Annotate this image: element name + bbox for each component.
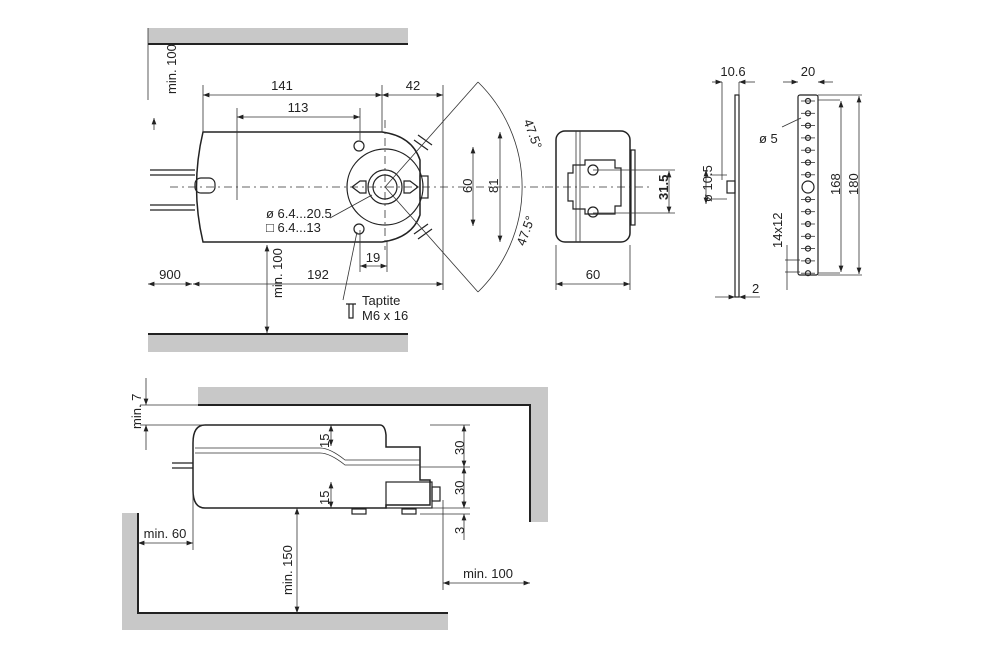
bracket-front-view: 20 ø 5 168 180 14x12 bbox=[759, 64, 862, 290]
angle-lower: 47.5° bbox=[513, 214, 538, 248]
dim-width-60: 60 bbox=[586, 267, 600, 282]
screw-type: Taptite bbox=[362, 293, 400, 308]
actuator-side-body bbox=[192, 424, 431, 509]
screw-icon bbox=[346, 303, 356, 319]
end-view: 60 31.5 bbox=[545, 130, 675, 290]
wall-bottom bbox=[148, 334, 408, 352]
bracket-side-view: 10.6 ø 10.5 2 bbox=[700, 64, 760, 300]
bracket-strip bbox=[797, 94, 819, 276]
dim-31-5: 31.5 bbox=[656, 175, 671, 200]
dim-30-lower: 30 bbox=[452, 481, 467, 495]
bracket-plate bbox=[734, 94, 740, 298]
dim-42: 42 bbox=[406, 78, 420, 93]
label-clearance-left-60: min. 60 bbox=[144, 526, 187, 541]
dim-168: 168 bbox=[828, 173, 843, 195]
dim-60: 60 bbox=[460, 179, 475, 193]
mounting-holes bbox=[801, 97, 815, 277]
dim-19: 19 bbox=[366, 250, 380, 265]
dim-bolt-10-5: ø 10.5 bbox=[700, 165, 715, 202]
dim-20: 20 bbox=[801, 64, 815, 79]
hole-diameter-5: ø 5 bbox=[759, 131, 778, 146]
label-clearance-right-100: min. 100 bbox=[463, 566, 513, 581]
dim-81: 81 bbox=[486, 179, 501, 193]
cable-length: 900 bbox=[159, 267, 181, 282]
label-clearance-top: min. 100 bbox=[164, 44, 179, 94]
top-view: min. 100 141 42 113 47.5° 47.5° 60 81 ø … bbox=[147, 28, 548, 352]
hole-pitch: 14x12 bbox=[770, 213, 785, 248]
screw-size: M6 x 16 bbox=[362, 308, 408, 323]
label-clearance-bottom: min. 100 bbox=[270, 248, 285, 298]
dim-15-upper: 15 bbox=[317, 434, 332, 448]
dim-3: 3 bbox=[452, 527, 467, 534]
wall-lower-left bbox=[122, 513, 448, 630]
dim-192: 192 bbox=[307, 267, 329, 282]
center-hole bbox=[801, 180, 815, 194]
dim-thickness-2: 2 bbox=[752, 281, 759, 296]
dim-10-6: 10.6 bbox=[720, 64, 745, 79]
angle-upper: 47.5° bbox=[521, 117, 546, 151]
wall-top bbox=[148, 28, 408, 44]
rotation-arc bbox=[477, 81, 523, 293]
dim-141: 141 bbox=[271, 78, 293, 93]
label-clearance-top-7: min. 7 bbox=[129, 394, 144, 429]
shaft-square-range: □ 6.4...13 bbox=[266, 220, 321, 235]
wall-upper-right bbox=[198, 387, 548, 522]
shaft-round-range: ø 6.4...20.5 bbox=[266, 206, 332, 221]
dim-113: 113 bbox=[288, 100, 309, 115]
label-clearance-bottom-150: min. 150 bbox=[280, 545, 295, 595]
side-view: min. 7 15 15 30 30 3 min. 60 min. 150 mi… bbox=[122, 378, 548, 630]
dim-180: 180 bbox=[846, 173, 861, 195]
dim-30-upper: 30 bbox=[452, 441, 467, 455]
dim-15-lower: 15 bbox=[317, 491, 332, 505]
